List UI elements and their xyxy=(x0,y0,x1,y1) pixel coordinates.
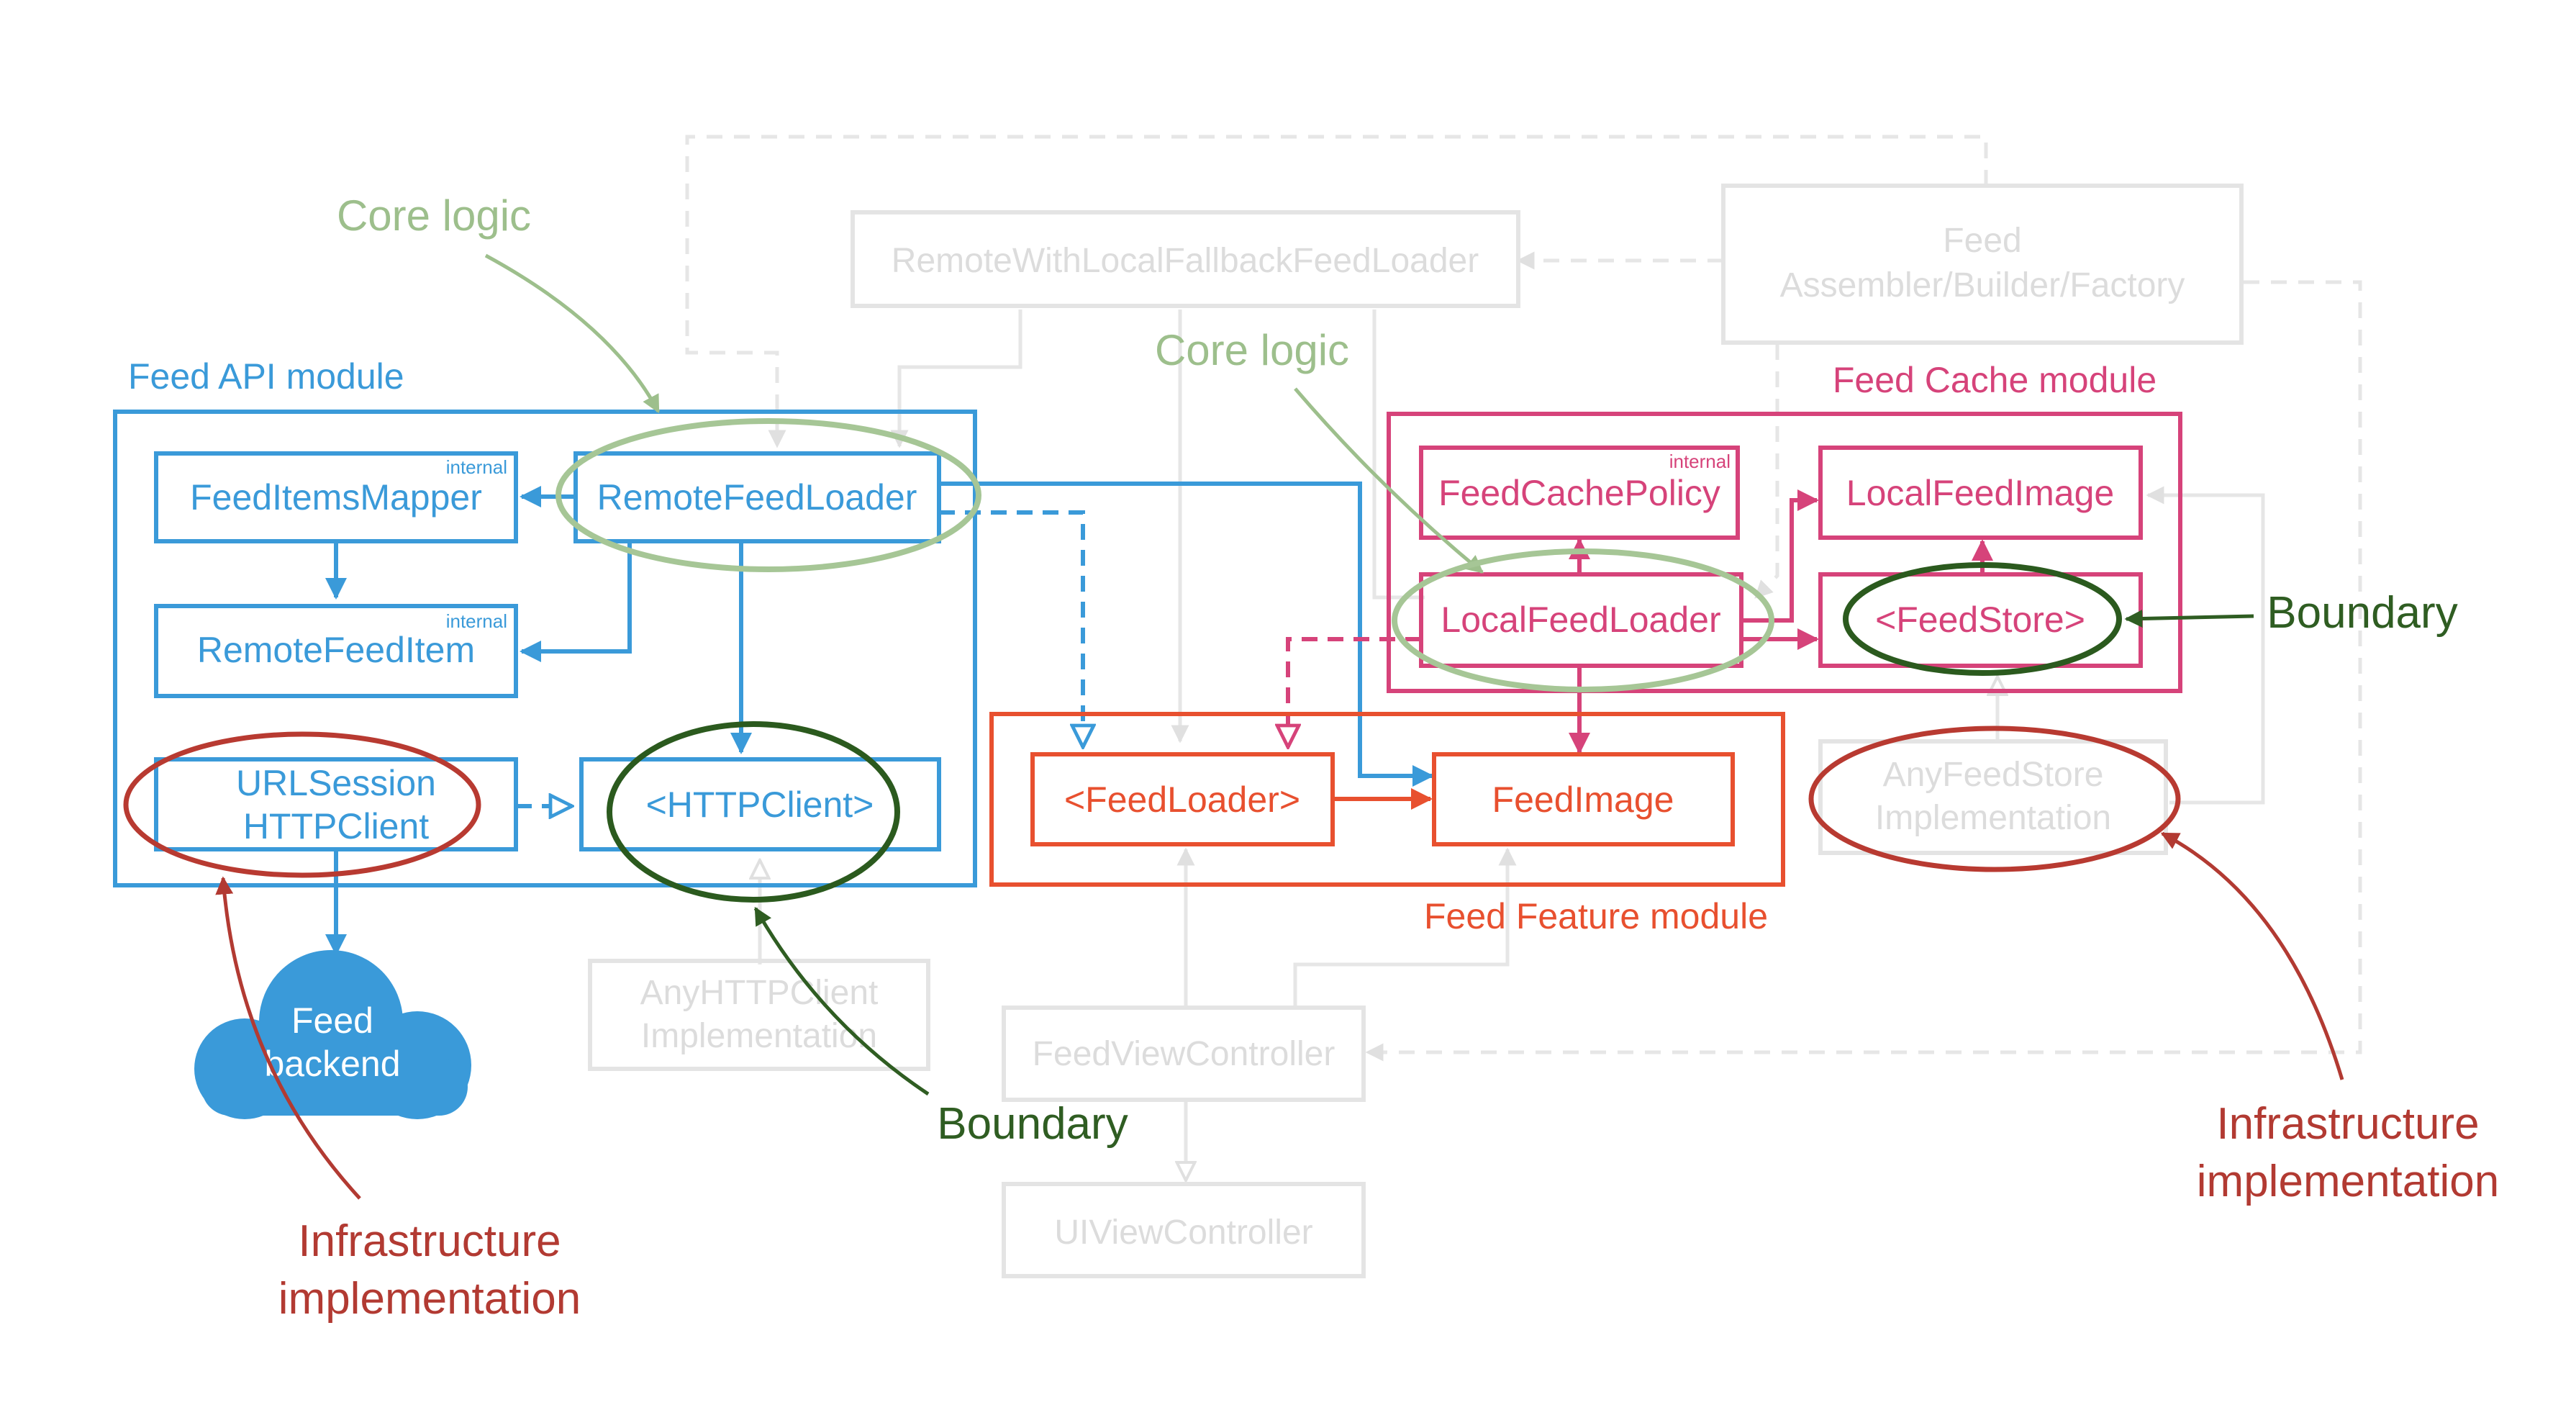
ui-view-controller-label: UIViewController xyxy=(1054,1214,1312,1252)
any-http-client-label-line1: AnyHTTPClient xyxy=(640,974,879,1012)
feed-loader-label: <FeedLoader> xyxy=(1064,779,1300,820)
feed-feature-module-frame xyxy=(989,712,1785,887)
remote-with-fallback-label: RemoteWithLocalFallbackFeedLoader xyxy=(892,242,1479,280)
infra-label-left-line1: Infrastructure xyxy=(298,1216,561,1266)
feed-feature-module: Feed Feature module <FeedLoader> FeedIma… xyxy=(989,712,1785,936)
infra-label-left-line2: implementation xyxy=(278,1274,581,1324)
local-feed-loader-label: LocalFeedLoader xyxy=(1441,600,1720,640)
boundary-ellipse-http-client xyxy=(607,721,900,903)
core-logic-label-left: Core logic xyxy=(337,191,531,240)
feed-image-box xyxy=(1432,752,1735,846)
feed-image-label: FeedImage xyxy=(1492,779,1674,820)
core-logic-ellipse-remote xyxy=(555,418,981,572)
local-feed-loader-box xyxy=(1419,572,1743,668)
assembler-label-line2: Assembler/Builder/Factory xyxy=(1780,266,2185,304)
feed-cache-module-title: Feed Cache module xyxy=(1833,360,2157,400)
infra-ellipse-urlsession xyxy=(123,731,481,878)
feed-items-mapper-internal-tag: internal xyxy=(446,456,507,478)
feed-items-mapper-label: FeedItemsMapper xyxy=(190,477,482,518)
cloud-icon xyxy=(194,950,471,1119)
remote-with-fallback-box xyxy=(851,210,1520,308)
feed-view-controller-label: FeedViewController xyxy=(1033,1035,1335,1073)
http-client-box xyxy=(579,757,941,851)
feed-cache-policy-internal-tag: internal xyxy=(1669,451,1731,472)
assembler-label-line1: Feed xyxy=(1943,222,2021,260)
ui-view-controller-box xyxy=(1002,1182,1366,1278)
feed-items-mapper-box xyxy=(154,451,518,543)
feed-store-label: <FeedStore> xyxy=(1875,600,2085,640)
feed-backend-label-line1: Feed xyxy=(291,1000,373,1041)
feed-view-controller-box xyxy=(1002,1006,1366,1102)
infra-label-right-line2: implementation xyxy=(2197,1157,2499,1206)
boundary-ellipse-feed-store xyxy=(1843,562,2122,676)
http-client-label: <HTTPClient> xyxy=(646,785,874,825)
core-logic-annotations: Core logic Core logic xyxy=(337,191,1774,692)
feed-cache-policy-label: FeedCachePolicy xyxy=(1438,473,1720,513)
remote-feed-loader-label: RemoteFeedLoader xyxy=(597,477,917,518)
boundary-label-right: Boundary xyxy=(2267,588,2457,638)
remote-feed-item-box xyxy=(154,604,518,698)
urlsession-http-client-label-line1: URLSession xyxy=(236,763,436,803)
urlsession-http-client-label-line2: HTTPClient xyxy=(243,806,429,846)
local-feed-image-label: LocalFeedImage xyxy=(1846,473,2114,513)
feed-cache-module-frame xyxy=(1387,412,2182,693)
any-feed-store-label-line2: Implementation xyxy=(1875,799,2111,837)
remote-feed-item-label: RemoteFeedItem xyxy=(197,630,475,670)
feed-backend-label-line2: backend xyxy=(264,1044,400,1084)
boundary-annotations: Boundary Boundary xyxy=(607,562,2458,1149)
feed-feature-module-title: Feed Feature module xyxy=(1424,896,1768,936)
any-feed-store-box xyxy=(1818,739,2168,855)
any-http-client-box xyxy=(588,959,930,1071)
remote-feed-item-internal-tag: internal xyxy=(446,610,507,632)
local-feed-image-box xyxy=(1818,446,2143,540)
remote-feed-loader-box xyxy=(573,451,941,543)
any-feed-store-label-line1: AnyFeedStore xyxy=(1883,756,2104,794)
feed-api-module: Feed API module internal FeedItemsMapper… xyxy=(113,356,1434,1119)
infrastructure-annotations: Infrastructure implementation Infrastruc… xyxy=(123,726,2499,1324)
infra-ellipse-any-feed-store xyxy=(1808,726,2181,872)
infra-label-right-line1: Infrastructure xyxy=(2216,1099,2479,1149)
feed-cache-module: Feed Cache module internal FeedCachePoli… xyxy=(1288,360,2182,754)
assembler-box xyxy=(1721,184,2244,345)
boundary-label-bottom: Boundary xyxy=(937,1099,1128,1149)
feed-api-module-title: Feed API module xyxy=(128,356,404,397)
feed-loader-box xyxy=(1030,752,1335,846)
urlsession-http-client-box xyxy=(154,757,518,851)
faded-layer: RemoteWithLocalFallbackFeedLoader Feed A… xyxy=(588,135,2362,1278)
core-logic-ellipse-local xyxy=(1392,548,1774,692)
any-http-client-label-line2: Implementation xyxy=(641,1017,877,1055)
feed-api-module-frame xyxy=(113,410,977,887)
core-logic-label-right: Core logic xyxy=(1155,326,1349,374)
feed-cache-policy-box xyxy=(1419,446,1740,540)
